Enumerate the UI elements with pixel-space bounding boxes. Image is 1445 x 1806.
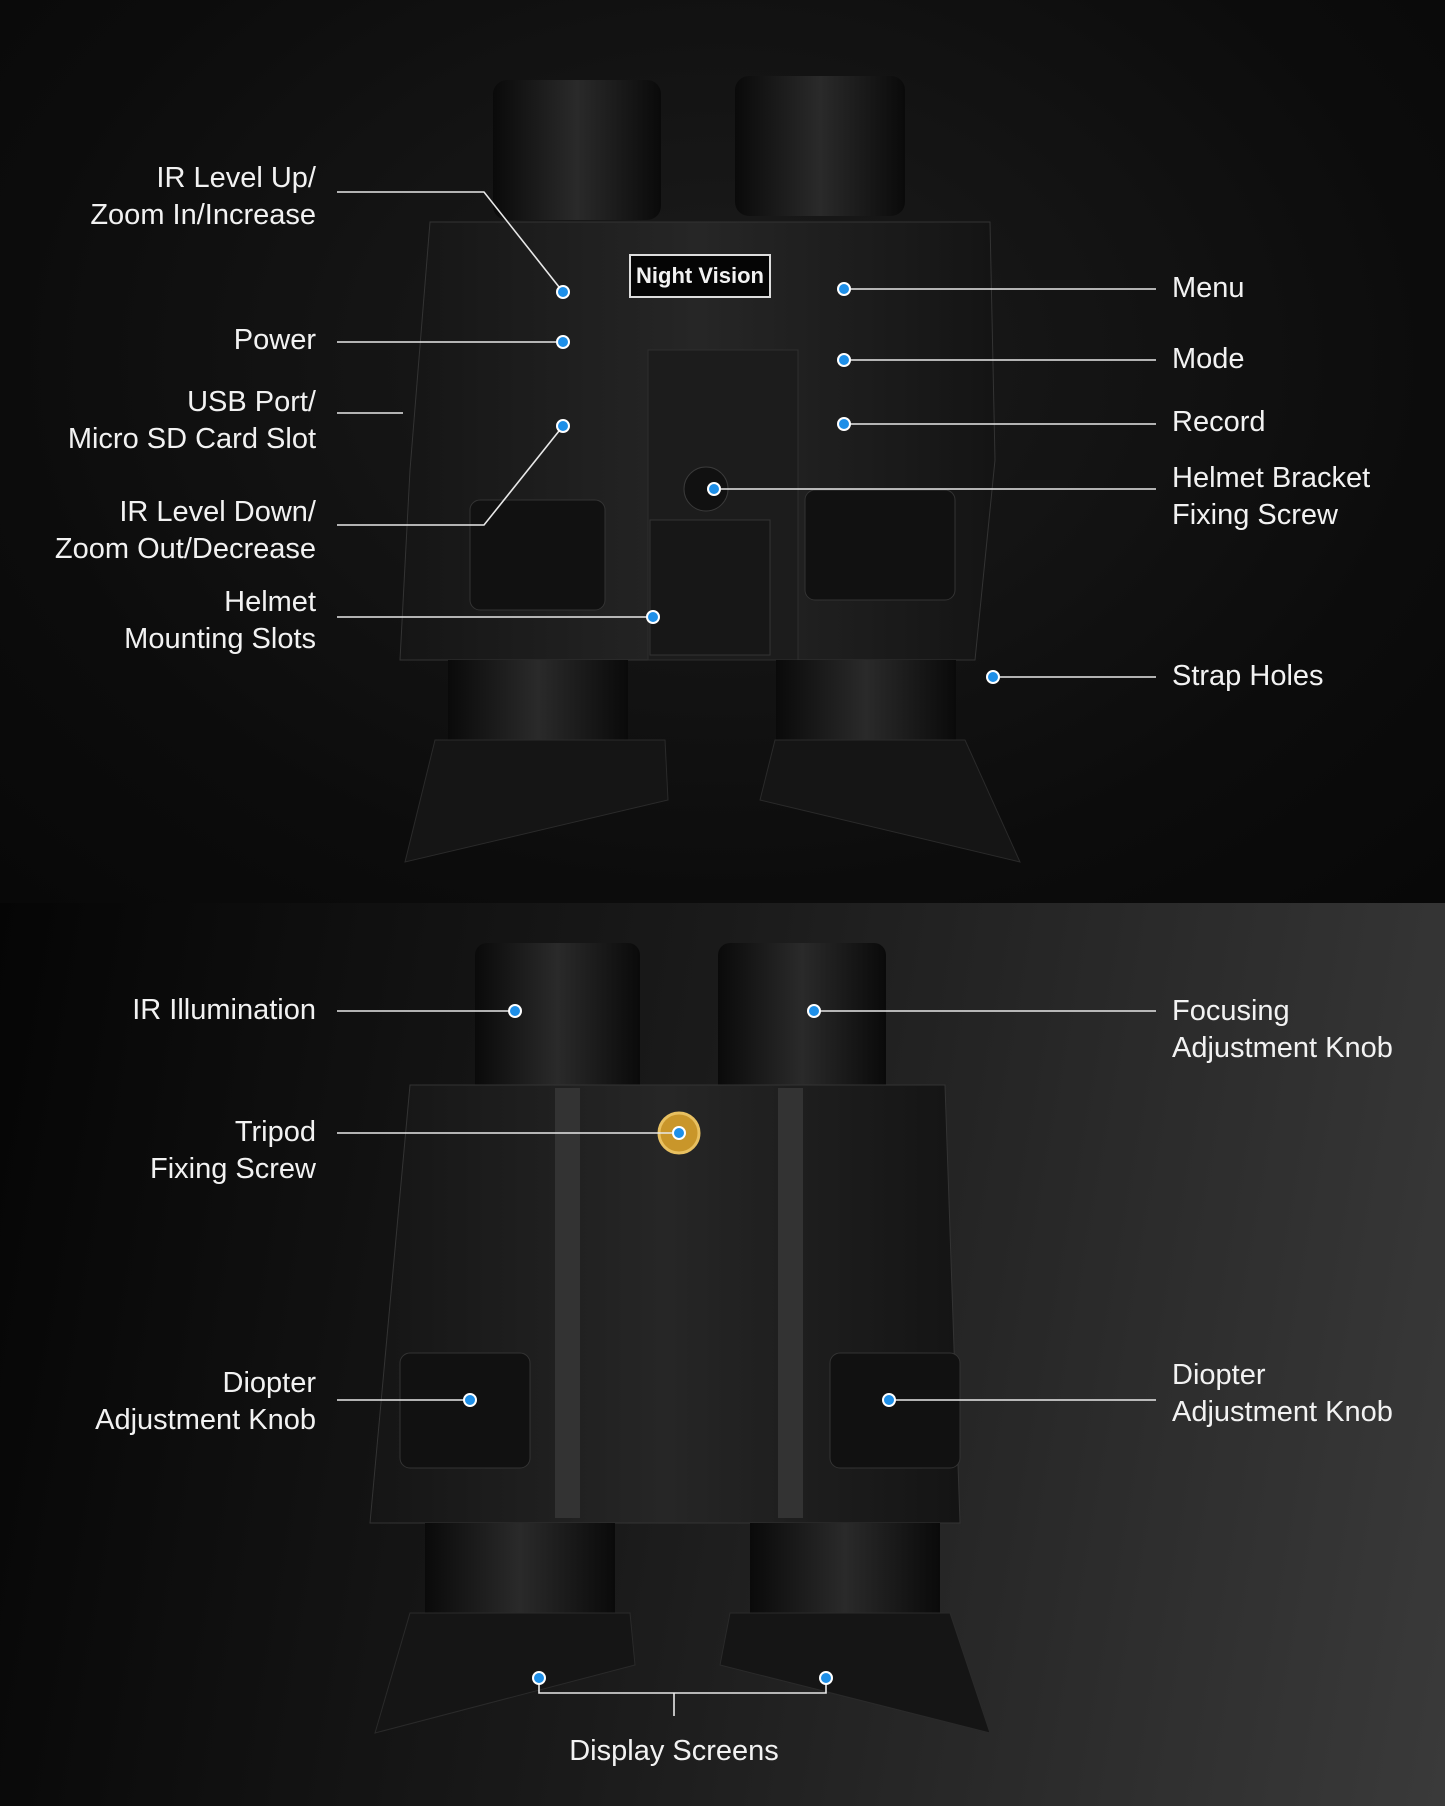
- label-power: Power: [233, 324, 316, 356]
- callout-dot: [882, 1393, 896, 1407]
- callout-dot: [672, 1126, 686, 1140]
- top-view-panel: Night Vision IR Level Up/Zoom In/Increas…: [0, 0, 1445, 903]
- binoculars-bottom-illustration: [337, 943, 1156, 1734]
- label-display-screens: Display Screens: [569, 1735, 779, 1767]
- label-ir-level-up: IR Level Up/Zoom In/Increase: [90, 162, 316, 231]
- label-ir-level-down: IR Level Down/Zoom Out/Decrease: [54, 496, 316, 565]
- callout-dot: [556, 335, 570, 349]
- callout-dot: [807, 1004, 821, 1018]
- callout-dot: [646, 610, 660, 624]
- label-strap-holes: Strap Holes: [1172, 660, 1324, 692]
- product-badge-text: Night Vision: [636, 263, 764, 288]
- label-menu: Menu: [1172, 272, 1245, 304]
- callout-dot: [508, 1004, 522, 1018]
- callout-dot: [556, 419, 570, 433]
- label-record: Record: [1172, 406, 1266, 438]
- label-ir-illumination: IR Illumination: [132, 994, 316, 1026]
- callout-dot: [463, 1393, 477, 1407]
- callout-dot: [707, 482, 721, 496]
- label-mode: Mode: [1172, 343, 1245, 375]
- callout-dot: [837, 282, 851, 296]
- binoculars-top-illustration: [337, 76, 1156, 863]
- callout-dot: [986, 670, 1000, 684]
- callout-dot: [837, 417, 851, 431]
- callout-dot: [837, 353, 851, 367]
- callout-dot: [532, 1671, 546, 1685]
- label-usb-port: USB Port/Micro SD Card Slot: [67, 386, 316, 455]
- callout-dot: [556, 285, 570, 299]
- callout-dot: [819, 1671, 833, 1685]
